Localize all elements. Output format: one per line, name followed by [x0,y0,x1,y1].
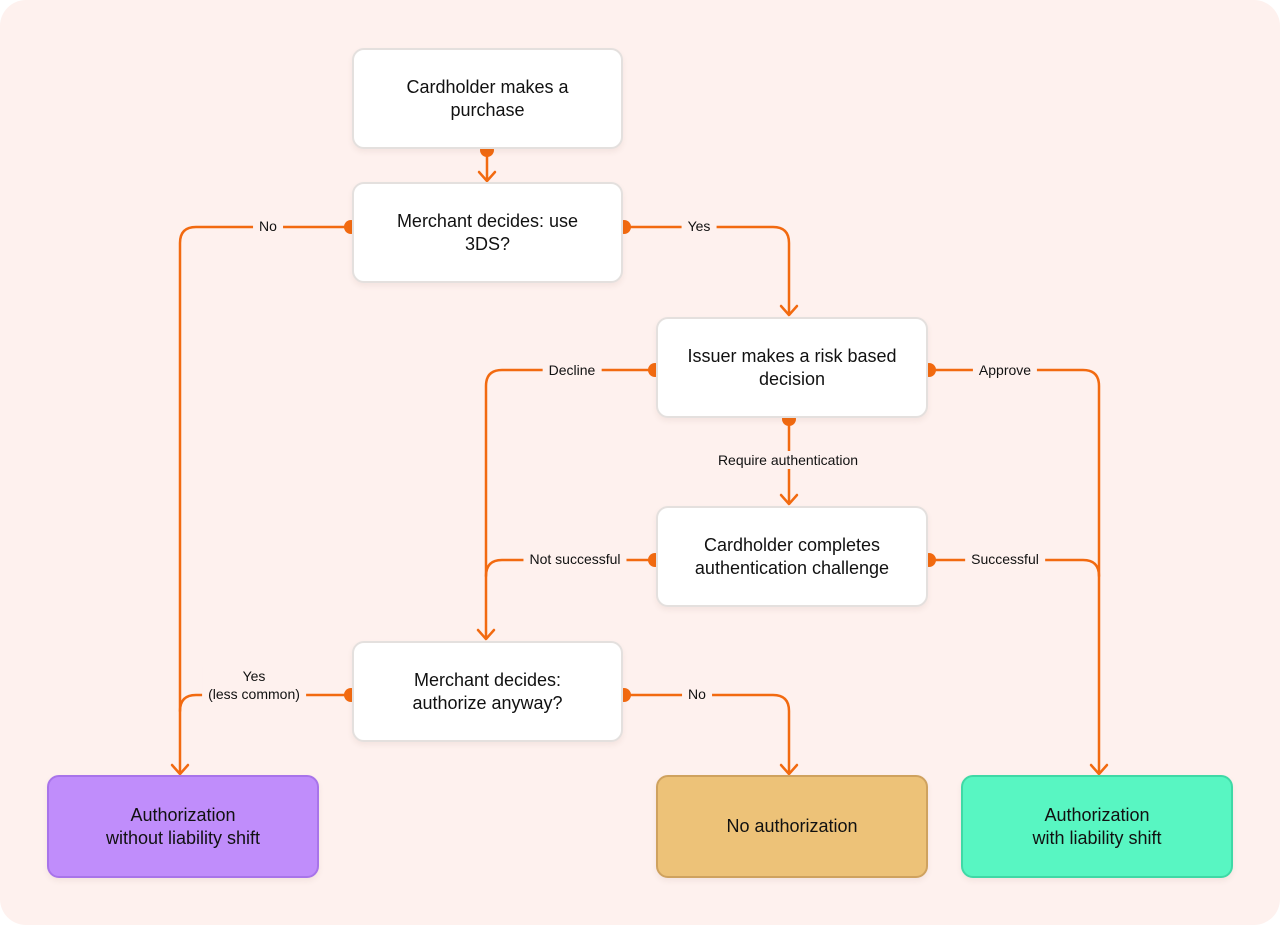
edge-label-decline: Decline [542,361,602,379]
arrowhead [476,628,496,641]
arrowhead [779,304,799,317]
node-label: Cardholder completes authentication chal… [694,534,890,578]
outcome-authorization-with-liability-shift: Authorization with liability shift [961,775,1233,878]
node-label: No authorization [726,816,858,836]
outcome-authorization-without-liability-shift: Authorization without liability shift [47,775,319,878]
edge-label-yes-3ds: Yes [681,217,717,235]
edge-authorize-no [622,693,791,775]
edge-approve [927,368,1101,775]
edge-decline [484,368,657,640]
edge-label-no-authorize: No [682,685,712,703]
node-cardholder-purchase: Cardholder makes a purchase [352,48,623,149]
arrowhead [477,170,497,183]
edge-successful [927,558,1101,578]
arrowhead [779,493,799,506]
edge-label-successful: Successful [965,550,1045,568]
outcome-no-authorization: No authorization [656,775,928,878]
arrowhead [1089,763,1109,776]
node-label: Issuer makes a risk based decision [687,345,897,389]
edge-3ds-no [178,225,353,775]
node-label: Cardholder makes a purchase [406,76,569,120]
node-authentication-challenge: Cardholder completes authentication chal… [656,506,928,607]
edge-label-require-authentication: Require authentication [711,451,865,469]
node-merchant-use-3ds: Merchant decides: use 3DS? [352,182,623,283]
node-label: Authorization without liability shift [105,804,261,848]
node-label: Merchant decides: authorize anyway? [412,669,563,713]
node-label: Merchant decides: use 3DS? [396,210,579,254]
arrowhead [170,763,190,776]
node-issuer-risk-decision: Issuer makes a risk based decision [656,317,928,418]
edge-not-successful [484,558,657,578]
edge-label-not-successful: Not successful [523,550,627,568]
edge-3ds-yes [622,225,791,316]
node-merchant-authorize-anyway: Merchant decides: authorize anyway? [352,641,623,742]
edge-label-approve: Approve [972,361,1038,379]
node-label: Authorization with liability shift [1032,804,1162,848]
arrowhead [779,763,799,776]
edge-yes-less-common [178,693,353,713]
edge-label-yes-less-common: Yes (less common) [202,667,306,703]
edge-label-no-3ds: No [253,217,283,235]
